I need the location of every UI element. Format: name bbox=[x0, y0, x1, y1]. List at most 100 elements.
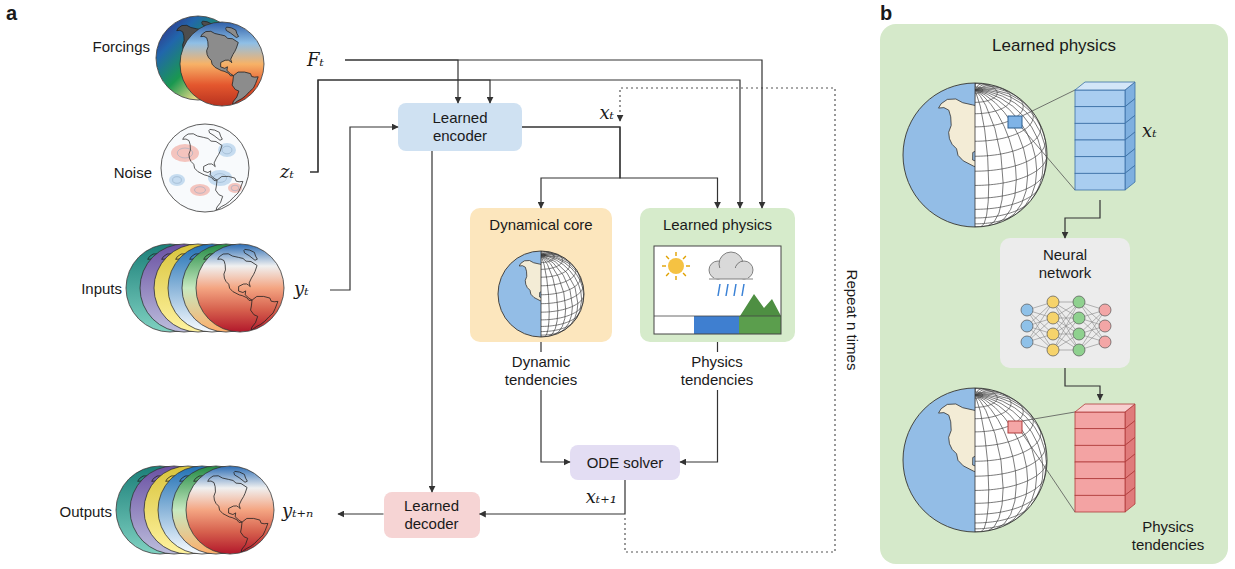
solver-box: ODE solver bbox=[570, 445, 680, 480]
layer-front bbox=[1075, 495, 1125, 512]
globe-outline bbox=[903, 83, 1047, 227]
node-label: Forcings bbox=[92, 38, 150, 56]
physics-panel: xₜNeural networkPhysics tendenciesLearne… bbox=[880, 24, 1228, 564]
globe-body bbox=[180, 22, 264, 106]
layer-front bbox=[1075, 140, 1125, 157]
node-label: Learned decoder bbox=[392, 497, 472, 533]
node-label: Learned physics bbox=[663, 216, 772, 234]
connector bbox=[431, 151, 432, 492]
panel-letter: a bbox=[6, 1, 17, 25]
sun-ray bbox=[675, 252, 676, 256]
network-unit bbox=[1099, 320, 1111, 332]
noise-blob bbox=[171, 144, 199, 162]
network-unit bbox=[1047, 312, 1059, 324]
globe-grid bbox=[903, 83, 1047, 227]
globe-grid-half bbox=[498, 251, 584, 337]
connector bbox=[522, 127, 718, 208]
sun-ray bbox=[683, 256, 686, 259]
globe-ground bbox=[903, 83, 1047, 227]
network-unit bbox=[1099, 336, 1111, 348]
globe-map-half bbox=[903, 83, 1047, 227]
tendency-stack: Physics tendencies bbox=[1068, 400, 1226, 560]
network-box: Neural network bbox=[1000, 238, 1130, 368]
node-label: Outputs bbox=[59, 503, 112, 521]
ground-line bbox=[654, 316, 781, 317]
input-globes: Inputsyₜ bbox=[40, 238, 330, 338]
layer-top bbox=[1075, 82, 1135, 90]
globe-body bbox=[196, 244, 284, 332]
loop-note: Repeat n times bbox=[843, 270, 861, 371]
continent bbox=[209, 129, 222, 140]
encoder-box: Learned encoder bbox=[398, 103, 522, 151]
globe-ocean bbox=[180, 22, 264, 106]
globe-outline bbox=[903, 388, 1047, 532]
network-unit bbox=[1073, 328, 1085, 340]
globe-map-half bbox=[903, 388, 1047, 532]
state-symbol: xₜ₊₁ bbox=[586, 486, 617, 508]
sun-ray bbox=[666, 273, 669, 276]
state-symbol: xₜ bbox=[599, 102, 614, 124]
projection-line bbox=[1022, 412, 1075, 421]
continent bbox=[234, 471, 247, 482]
continent bbox=[226, 27, 239, 37]
globe-divider bbox=[975, 83, 976, 227]
continent bbox=[208, 476, 247, 523]
layer-front bbox=[1075, 479, 1125, 496]
node-label: xₜ bbox=[1142, 120, 1157, 142]
continent bbox=[201, 31, 239, 76]
sun-ray bbox=[662, 265, 666, 266]
cloud bbox=[714, 268, 748, 279]
physics-box: Learned physics bbox=[640, 208, 795, 342]
network-unit bbox=[1073, 296, 1085, 308]
connector bbox=[345, 60, 458, 103]
sun-ray bbox=[675, 276, 676, 280]
layer-front bbox=[1075, 123, 1125, 140]
state-stack: xₜ bbox=[1070, 80, 1170, 200]
sun-ray bbox=[683, 273, 686, 276]
projection-line bbox=[1022, 128, 1075, 190]
field-globe bbox=[196, 244, 284, 332]
rain bbox=[742, 284, 744, 296]
layer-front bbox=[1075, 107, 1125, 124]
noise-contour bbox=[222, 146, 232, 154]
forcing-globe bbox=[180, 22, 264, 106]
dynamics-globe bbox=[498, 251, 584, 337]
globe-outline bbox=[161, 124, 249, 212]
noise-contour bbox=[231, 185, 239, 191]
grid-cell bbox=[1008, 116, 1022, 128]
layer-front bbox=[1075, 445, 1125, 462]
sun-ray bbox=[686, 265, 690, 266]
globe-outline bbox=[498, 251, 584, 337]
network-unit bbox=[1047, 296, 1059, 308]
noise-globe: Noisezₜ bbox=[55, 118, 310, 218]
globe-outline bbox=[196, 244, 284, 332]
rain bbox=[734, 284, 736, 296]
panel-letter: b bbox=[880, 1, 892, 25]
cloud-base bbox=[709, 279, 753, 280]
layer-side bbox=[1125, 165, 1135, 190]
ocean-band bbox=[694, 316, 739, 334]
globe-grid bbox=[498, 251, 584, 337]
connector bbox=[310, 80, 740, 208]
network-link bbox=[1053, 302, 1079, 350]
node-label: ODE solver bbox=[587, 454, 664, 472]
node-label: yₜ bbox=[294, 278, 309, 300]
globe-outline bbox=[180, 22, 264, 106]
node-label: Dynamical core bbox=[489, 216, 592, 234]
illustration bbox=[55, 14, 345, 108]
network-unit bbox=[1073, 344, 1085, 356]
noise-blob bbox=[228, 183, 242, 193]
noise-blob bbox=[169, 174, 185, 186]
globe-body bbox=[186, 466, 274, 554]
layer-front bbox=[1075, 429, 1125, 446]
connector bbox=[480, 480, 626, 514]
node-label: Noise bbox=[114, 164, 152, 182]
illustration bbox=[55, 118, 310, 218]
rain bbox=[718, 284, 720, 296]
globe-ocean bbox=[196, 244, 284, 332]
globe-ocean bbox=[903, 83, 1047, 227]
globe-ocean bbox=[186, 466, 274, 554]
noise-contour bbox=[195, 187, 206, 194]
icon-ground bbox=[654, 246, 781, 334]
